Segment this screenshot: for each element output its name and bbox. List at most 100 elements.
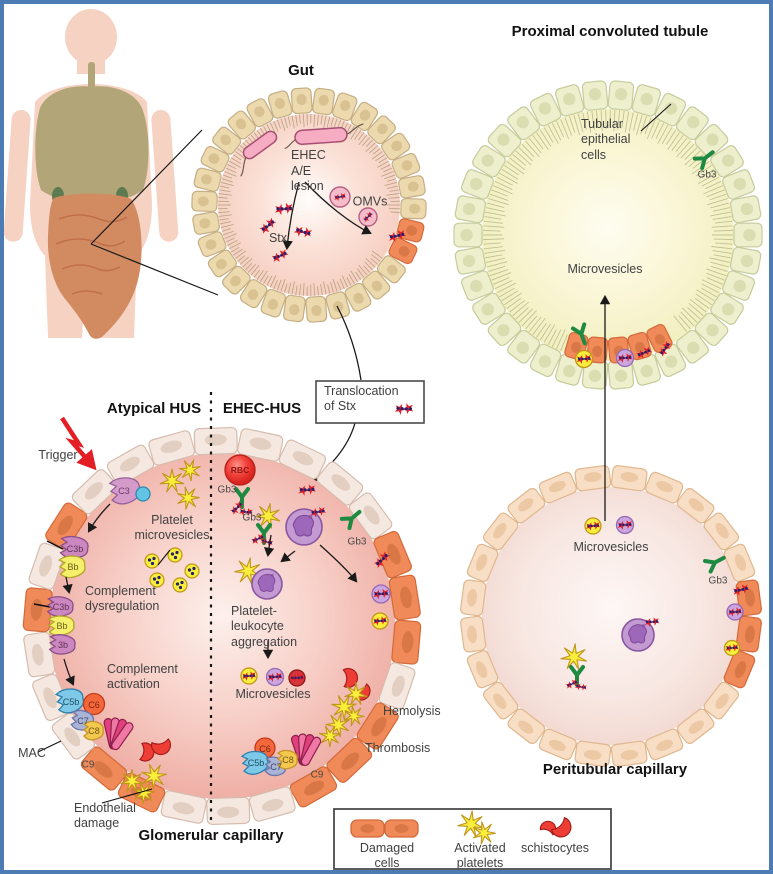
epithelial-cell — [507, 106, 541, 141]
stx-toxin-icon — [298, 484, 316, 496]
epithelial-cell — [207, 249, 237, 278]
stx-toxin-icon — [251, 533, 265, 544]
microvesicle-icon — [726, 603, 744, 621]
leukocyte-icon — [252, 569, 282, 599]
proximal-tubule-circle — [453, 80, 763, 390]
epithelial-cell — [729, 195, 762, 224]
epithelial-cell — [106, 444, 155, 486]
damaged-cell — [373, 530, 412, 579]
epithelial-cell — [381, 132, 411, 161]
stx-toxin-icon — [259, 217, 277, 234]
mac-c9-pore-icon — [287, 732, 323, 769]
arrow — [63, 658, 75, 686]
stx-toxin-icon — [242, 671, 257, 681]
epithelial-cell — [325, 291, 351, 320]
complement-protein-icon — [56, 687, 86, 715]
platelet-microvesicle-icon — [144, 553, 160, 569]
epithelial-cell — [248, 786, 296, 822]
epithelial-cell — [400, 197, 427, 220]
epithelial-cell — [305, 295, 328, 323]
activated-platelet-icon — [469, 817, 500, 848]
stx-toxin-icon — [334, 192, 347, 202]
microvesicle-icon — [574, 349, 594, 369]
platelet-microvesicle-icon — [149, 572, 165, 588]
epithelial-cell — [607, 80, 635, 111]
microvesicle-icon — [371, 612, 389, 630]
epithelial-cell — [722, 169, 756, 200]
epithelial-cell — [645, 471, 684, 504]
schistocyte-icon — [149, 733, 175, 758]
rbc-icon — [224, 454, 256, 486]
microvesicle-icon — [288, 669, 306, 687]
microvesicle-icon — [584, 517, 602, 535]
epithelial-cell — [378, 662, 416, 710]
peritubular-cell-ring — [460, 465, 762, 767]
gb3-receptor-icon — [570, 322, 587, 346]
schistocyte-icon — [550, 815, 574, 840]
epithelial-cell — [729, 246, 762, 275]
epithelial-cell — [362, 270, 391, 300]
activated-platelet-icon — [121, 770, 143, 792]
complement-protein-icon — [48, 615, 74, 636]
brush-border — [483, 110, 733, 351]
epithelial-cell — [483, 512, 519, 551]
epithelial-cell — [332, 92, 358, 122]
peritubular-capillary-circle — [460, 465, 762, 767]
stx-toxin-icon — [732, 584, 750, 596]
ehec-bacterium-icon — [284, 123, 364, 150]
activated-platelet-icon — [342, 704, 365, 727]
stx-toxin-icon — [230, 500, 244, 515]
gb3-receptor-icon — [692, 150, 715, 171]
microvesicle-icon — [240, 667, 258, 685]
epithelial-cell — [237, 428, 284, 462]
platelet-microvesicle-icon — [172, 577, 188, 593]
epithelial-cell — [227, 110, 256, 140]
microvesicle-icon — [265, 667, 285, 687]
translocation-box — [315, 380, 425, 424]
arrow — [87, 503, 111, 533]
activated-platelet-icon — [160, 469, 183, 492]
ehec-bacterium-icon — [240, 130, 278, 177]
epithelial-cell — [733, 222, 763, 248]
epithelial-cell — [722, 270, 756, 301]
arrow — [319, 544, 358, 583]
omv-icon — [329, 186, 351, 208]
epithelial-cell — [278, 439, 327, 480]
epithelial-cell — [283, 294, 306, 323]
damaged-cell — [735, 615, 762, 653]
stx-toxin-icon — [586, 521, 601, 531]
stx-toxin-icon — [576, 354, 592, 364]
microvesicle-icon — [723, 639, 741, 657]
stx-toxin-icon — [658, 340, 672, 357]
epithelial-cell — [246, 98, 274, 128]
diagram-canvas — [4, 9, 763, 870]
stx-toxin-icon — [728, 607, 743, 617]
epithelial-cell — [398, 175, 426, 199]
epithelial-cell — [538, 471, 577, 504]
stx-toxin-icon — [373, 551, 390, 569]
epithelial-cell — [472, 292, 506, 325]
epithelial-cell — [703, 681, 739, 720]
stx-toxin-icon — [394, 403, 414, 415]
activated-platelet-icon — [254, 501, 282, 529]
arrow — [263, 534, 275, 558]
complement-protein-icon — [60, 536, 89, 560]
intestine-icon — [47, 193, 142, 339]
stx-toxin-icon — [239, 507, 253, 516]
epithelial-cell — [676, 708, 715, 744]
epithelial-cell — [460, 615, 487, 653]
epithelial-cell — [367, 115, 396, 145]
stx-toxin-icon — [362, 211, 374, 223]
epithelial-cell — [348, 492, 393, 540]
epithelial-cell — [193, 426, 238, 456]
epithelial-cell — [631, 84, 661, 117]
arrow — [282, 181, 300, 251]
epithelial-cell — [191, 190, 218, 213]
stx-toxin-icon — [271, 249, 289, 262]
epithelial-cell — [148, 430, 196, 466]
epithelial-cell — [555, 84, 585, 117]
complement-protein-icon — [48, 596, 74, 617]
epithelial-cell — [267, 90, 293, 119]
epithelial-cell — [391, 152, 421, 179]
epithelial-cell — [507, 488, 546, 524]
